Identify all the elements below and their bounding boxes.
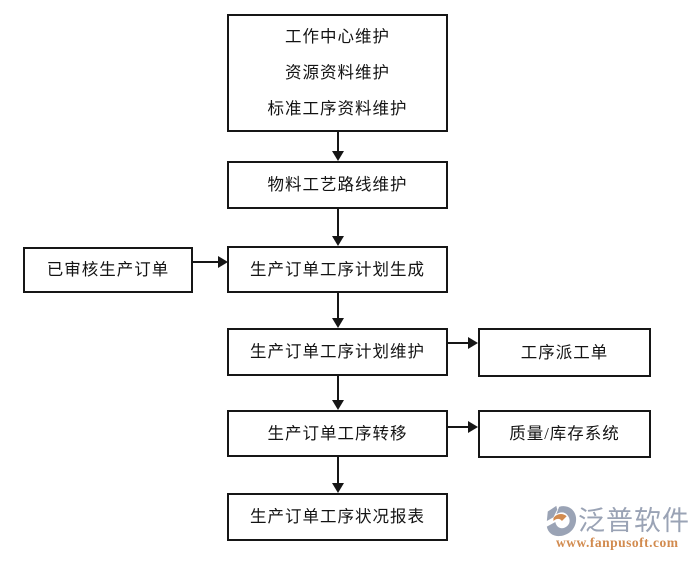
- node-status-report: 生产订单工序状况报表: [227, 493, 448, 541]
- node-process-transfer-label: 生产订单工序转移: [267, 423, 408, 443]
- arrow-right-icon: [193, 256, 228, 268]
- arrow-down-icon: [332, 293, 344, 328]
- arrow-right-icon: [448, 337, 478, 349]
- node-master-data-line3: 标准工序资料维护: [267, 99, 408, 118]
- node-dispatch-ticket-label: 工序派工单: [520, 342, 609, 362]
- arrow-down-icon: [332, 132, 344, 161]
- fanpu-logo: 泛普软件 www.fanpusoft.com: [544, 504, 690, 556]
- node-status-report-label: 生产订单工序状况报表: [250, 507, 425, 527]
- fanpu-website: www.fanpusoft.com: [556, 535, 679, 550]
- node-master-data-line2: 资源资料维护: [285, 63, 390, 82]
- fanpu-logo-icon: [546, 505, 577, 537]
- node-plan-maintain-label: 生产订单工序计划维护: [250, 342, 425, 362]
- node-routing-maintain-label: 物料工艺路线维护: [267, 175, 408, 195]
- arrow-right-icon: [448, 421, 478, 433]
- fanpu-logo-text: 泛普软件: [578, 506, 690, 536]
- arrow-down-icon: [332, 376, 344, 410]
- node-master-data: 工作中心维护 资源资料维护 标准工序资料维护: [227, 14, 448, 132]
- node-plan-maintain: 生产订单工序计划维护: [227, 328, 448, 376]
- node-plan-generate-label: 生产订单工序计划生成: [250, 259, 425, 279]
- arrow-down-icon: [332, 209, 344, 246]
- node-approved-order: 已审核生产订单: [23, 247, 193, 293]
- node-approved-order-label: 已审核生产订单: [46, 260, 170, 280]
- arrow-down-icon: [332, 457, 344, 493]
- node-quality-inventory-label: 质量/库存系统: [509, 424, 620, 444]
- node-quality-inventory: 质量/库存系统: [478, 410, 651, 458]
- node-dispatch-ticket: 工序派工单: [478, 328, 651, 377]
- node-plan-generate: 生产订单工序计划生成: [227, 246, 448, 293]
- node-master-data-line1: 工作中心维护: [285, 27, 390, 46]
- node-routing-maintain: 物料工艺路线维护: [227, 161, 448, 209]
- node-process-transfer: 生产订单工序转移: [227, 410, 448, 457]
